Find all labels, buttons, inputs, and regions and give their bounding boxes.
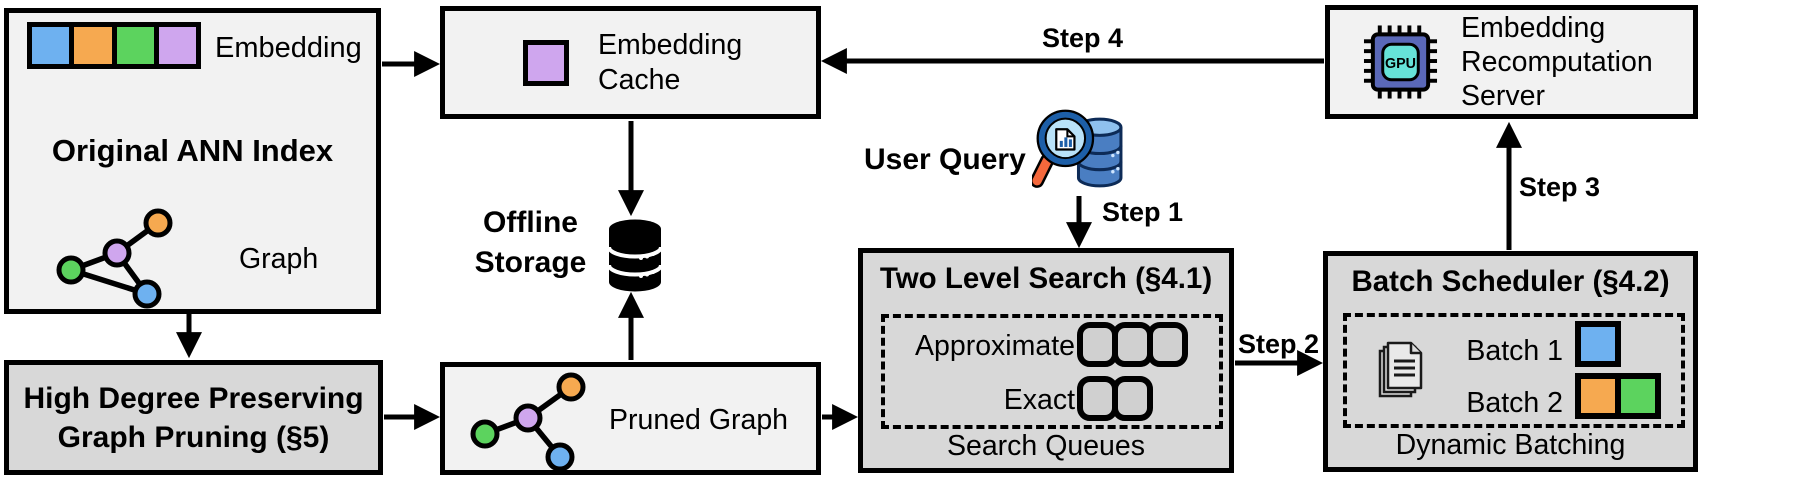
- embedding-cell-green: [111, 27, 154, 64]
- queue-slot: [1147, 322, 1188, 367]
- dynamic-batching-panel: Batch 1 Batch 2: [1343, 313, 1685, 428]
- embedding-vector-icon: [27, 22, 201, 69]
- embedding-cell-blue: [32, 27, 70, 64]
- embedding-cell-orange: [69, 27, 112, 64]
- search-queues-panel: Approximate Exact: [881, 314, 1223, 429]
- batch2-query-square: [1615, 373, 1661, 419]
- user-query-label: User Query: [864, 143, 1026, 176]
- graph-label: Graph: [239, 243, 319, 275]
- embedding-cell-purple: [153, 27, 196, 64]
- ann-index-title: Original ANN Index: [51, 133, 334, 168]
- embedding-cache-box: Embedding Cache: [440, 6, 821, 119]
- search-queues-label: Search Queues: [946, 430, 1146, 462]
- recomputation-server-box: GPU Embedding Recomputation Server: [1325, 5, 1698, 119]
- batch2-query-squares: [1575, 373, 1661, 419]
- batch-scheduler-title: Batch Scheduler (§4.2): [1351, 265, 1670, 298]
- step4-label: Step 4: [1042, 23, 1124, 53]
- graph-icon: [56, 208, 173, 309]
- exact-label: Exact: [1003, 384, 1075, 416]
- pruned-graph-label: Pruned Graph: [609, 404, 789, 436]
- cached-embedding-icon: [523, 39, 569, 86]
- step3-label: Step 3: [1519, 172, 1601, 202]
- queue-slot: [1112, 376, 1153, 421]
- dynamic-batching-label: Dynamic Batching: [1395, 429, 1626, 461]
- batch1-query-square: [1575, 321, 1621, 367]
- embedding-cache-label: Embedding Cache: [598, 29, 743, 96]
- graph-pruning-label: High Degree Preserving Graph Pruning (§5…: [23, 381, 364, 454]
- offline-storage-label: Offline Storage: [474, 206, 587, 279]
- exact-queue-slots: [1077, 376, 1153, 421]
- step1-label: Step 1: [1102, 197, 1184, 227]
- batch1-label: Batch 1: [1466, 335, 1563, 367]
- graph-pruning-box: High Degree Preserving Graph Pruning (§5…: [4, 360, 383, 475]
- approximate-label: Approximate: [915, 330, 1075, 362]
- pruned-graph-icon: [470, 372, 586, 472]
- gpu-text: GPU: [1385, 56, 1416, 72]
- user-query-icon: [1032, 109, 1123, 188]
- batch2-label: Batch 2: [1466, 387, 1563, 419]
- step2-label: Step 2: [1238, 329, 1320, 359]
- batch-scheduler-box: Batch Scheduler (§4.2) Batch 1 Batch 2 D…: [1323, 251, 1698, 472]
- pruned-graph-box: Pruned Graph: [440, 362, 821, 475]
- two-level-search-title: Two Level Search (§4.1): [879, 262, 1213, 295]
- two-level-search-box: Two Level Search (§4.1) Approximate Exac…: [858, 248, 1234, 473]
- original-ann-index-box: Embedding Original ANN Index Graph: [4, 8, 381, 314]
- recomputation-server-label: Embedding Recomputation Server: [1461, 11, 1653, 113]
- documents-icon: [1378, 341, 1423, 398]
- embedding-label: Embedding: [215, 32, 362, 64]
- approximate-queue-slots: [1077, 322, 1188, 367]
- gpu-icon: GPU: [1363, 25, 1438, 99]
- offline-storage-icon: [607, 219, 663, 292]
